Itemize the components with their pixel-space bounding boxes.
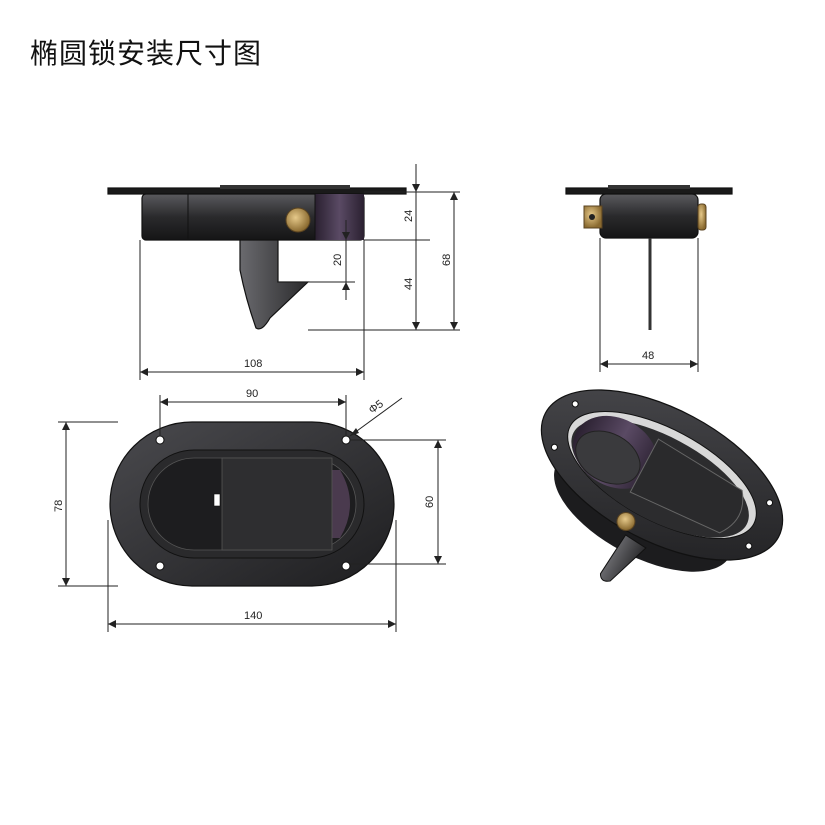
mount-hole-bottom-right-icon xyxy=(341,561,351,571)
page-title: 椭圆锁安装尺寸图 xyxy=(30,37,263,70)
mount-hole-bottom-left-icon xyxy=(155,561,165,571)
latch-tongue xyxy=(239,239,310,330)
isometric-view xyxy=(540,389,784,582)
iso-brass-pivot-icon xyxy=(616,512,636,532)
dim-68: 68 xyxy=(441,254,453,266)
iso-latch-tongue xyxy=(599,534,647,582)
front-recess xyxy=(315,194,364,240)
dim-78: 78 xyxy=(53,500,65,512)
dim-phi5: Φ5 xyxy=(367,398,386,416)
front-view: 24 44 68 20 108 xyxy=(107,164,460,380)
side-body xyxy=(599,193,699,239)
mount-hole-top-left-icon xyxy=(155,435,165,445)
dim-108: 108 xyxy=(244,358,262,370)
mount-hole-top-right-icon xyxy=(341,435,351,445)
brass-pivot-icon xyxy=(285,207,311,233)
dim-48: 48 xyxy=(642,350,654,362)
dim-20: 20 xyxy=(332,254,344,266)
front-top-lip xyxy=(220,185,350,189)
side-pivot-right xyxy=(697,203,707,231)
dim-140: 140 xyxy=(244,610,262,622)
dim-44: 44 xyxy=(403,278,415,290)
dim-90: 90 xyxy=(246,388,258,400)
top-latch-cover xyxy=(221,457,333,551)
dim-24: 24 xyxy=(403,210,415,222)
iso-latch-cover xyxy=(629,438,744,534)
side-view: 48 xyxy=(565,185,733,372)
top-view: 90 Φ5 78 60 140 xyxy=(53,388,446,632)
dim-60: 60 xyxy=(424,496,436,508)
keyhole-slot-icon xyxy=(213,493,221,507)
